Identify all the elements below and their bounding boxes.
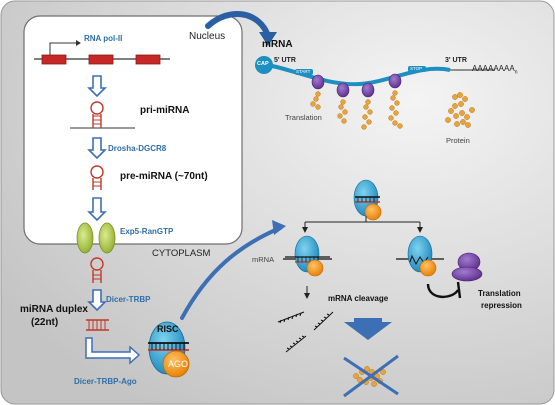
- pathway-arrows: [87, 75, 107, 312]
- exp5-label: Exp5-RanGTP: [120, 227, 174, 236]
- mrna-title: mRNA: [262, 39, 293, 50]
- loading-arrow: [85, 337, 141, 365]
- stop-label: STOP: [410, 66, 423, 71]
- nucleus-box: [23, 15, 243, 245]
- translation-label: Translation: [285, 113, 322, 122]
- risc-complex: [148, 321, 190, 378]
- utr5-label: 5' UTR: [274, 57, 296, 64]
- dicer-trbp-label: Dicer-TRBP: [106, 295, 151, 304]
- cytoplasm-title: CYTOPLASM: [152, 248, 211, 259]
- pre-mirna-label: pre-miRNA (~70nt): [120, 171, 208, 182]
- ago-label: AGO: [168, 359, 189, 369]
- polya-tail: AAAAAAAAn: [472, 64, 518, 76]
- block-arrow-down: [344, 318, 392, 340]
- mrna-strand: [255, 56, 495, 87]
- dicer-trbp-ago-label: Dicer-TRBP-Ago: [74, 377, 137, 386]
- silencing-mrna-label: mRNA: [252, 255, 275, 264]
- utr3-label: 3' UTR: [445, 57, 467, 64]
- exportin-pore: [76, 222, 116, 254]
- risc-repression: [396, 235, 483, 299]
- cyto-pre-mirna: [90, 257, 104, 283]
- rna-pol-label: RNA pol-II: [84, 34, 123, 43]
- curve-arrow-export: [205, 10, 271, 39]
- gene-locus: [34, 40, 170, 65]
- nascent-peptides: [310, 90, 403, 130]
- nucleus-title: Nucleus: [189, 31, 226, 42]
- repression-label-line1: Translation: [478, 289, 521, 298]
- duplex-label-line1: miRNA duplex: [20, 304, 88, 315]
- pri-mirna-label: pri-miRNA: [140, 105, 190, 116]
- branch-lines: [302, 216, 423, 233]
- ribosomes: [311, 73, 402, 98]
- blocked-protein: [343, 354, 399, 398]
- drosha-label: Drosha-DGCR8: [108, 144, 167, 153]
- mirna-duplex: [86, 319, 109, 331]
- pre-mirna-structure: [90, 165, 104, 190]
- start-label: START: [296, 69, 311, 74]
- duplex-label-line2: (22nt): [31, 317, 59, 328]
- curve-arrow-risc: [180, 226, 282, 320]
- cleaved-fragments: [277, 311, 334, 353]
- cap-label: CAP: [257, 61, 269, 67]
- risc-top: [353, 179, 382, 221]
- pri-mirna-structure: [70, 101, 135, 129]
- cleavage-label: mRNA cleavage: [328, 294, 389, 303]
- protein-label: Protein: [446, 136, 470, 145]
- risc-cleavage: [283, 235, 332, 299]
- risc-label: RISC: [157, 324, 179, 334]
- curve-arrow-export-head: [259, 32, 277, 46]
- repression-label-line2: repression: [481, 301, 522, 310]
- curve-arrow-risc-head: [272, 220, 286, 235]
- folded-protein: [445, 92, 475, 128]
